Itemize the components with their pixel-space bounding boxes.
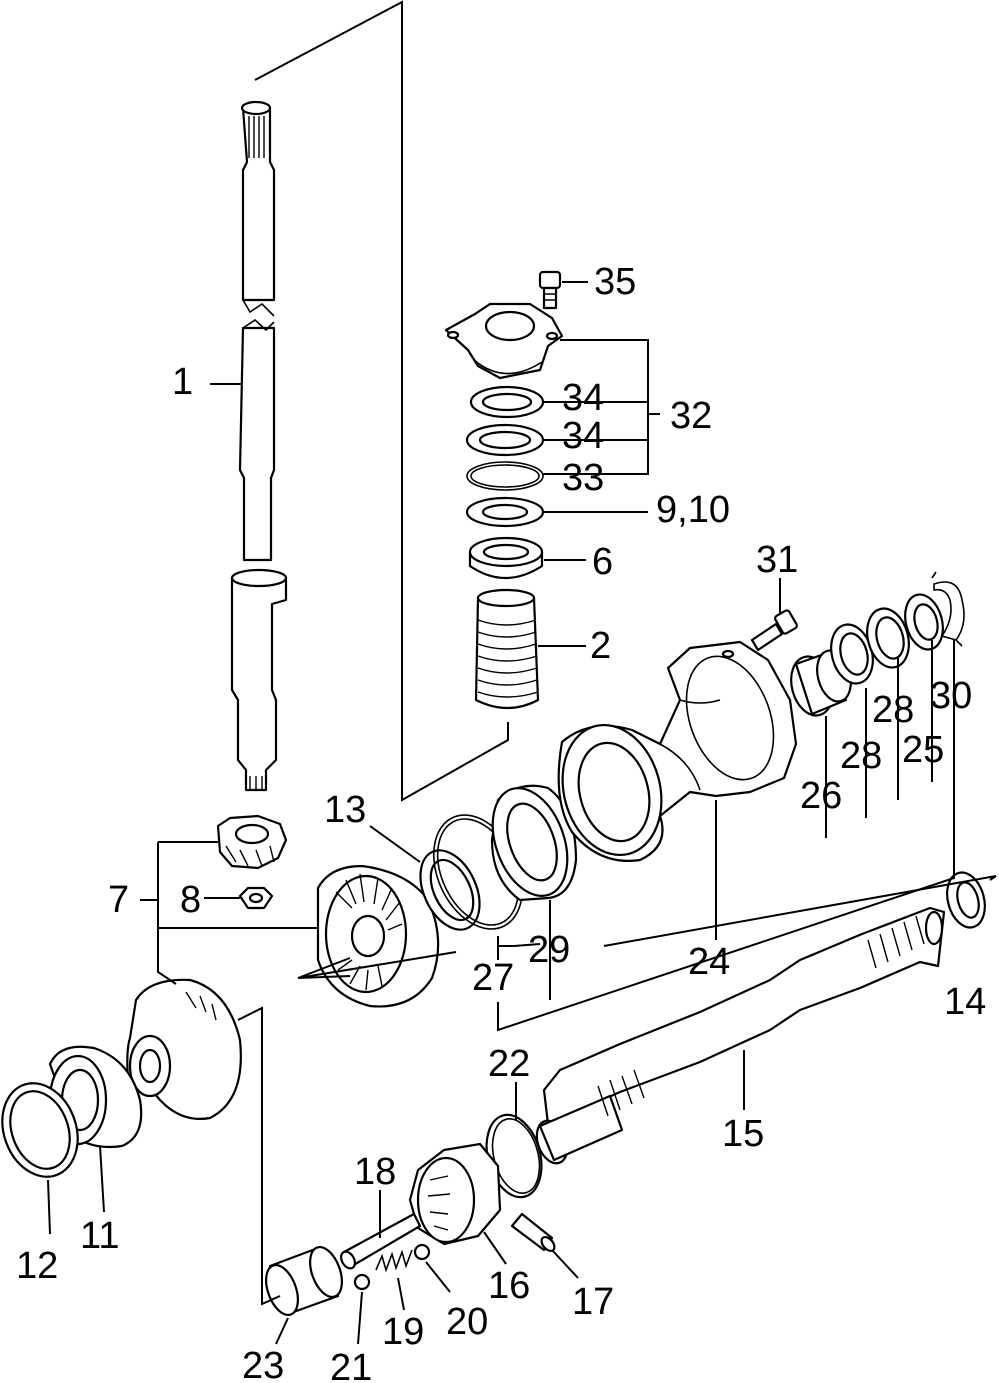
seal-28a: [830, 623, 874, 685]
o-ring-33: [466, 461, 544, 491]
label-35: 35: [594, 261, 636, 303]
bearing-housing-32: [444, 302, 564, 380]
shift-plunger-18: [340, 1212, 422, 1270]
label-6: 6: [592, 541, 613, 583]
label-7: 7: [108, 879, 129, 921]
label-29: 29: [528, 929, 570, 971]
forward-gear: [316, 864, 440, 1008]
label-15: 15: [722, 1113, 764, 1155]
ball-21: [353, 1273, 371, 1291]
label-24: 24: [688, 941, 730, 983]
pin-17: [510, 1212, 556, 1253]
bearing-34a: [469, 385, 545, 419]
bearing-34b: [465, 423, 545, 457]
label-25: 25: [902, 729, 944, 771]
label-20: 20: [446, 1301, 488, 1343]
bolt-35: [538, 270, 562, 310]
label-17: 17: [572, 1281, 614, 1323]
label-9-10: 9,10: [656, 489, 730, 531]
drive-shaft: [230, 100, 288, 792]
label-30: 30: [930, 675, 972, 717]
spring-19: [375, 1249, 413, 1273]
seal-28b: [866, 607, 910, 669]
label-1: 1: [172, 361, 193, 403]
reverse-gear: [126, 978, 242, 1120]
label-16: 16: [488, 1265, 530, 1307]
shim-9-10: [465, 496, 545, 528]
pinion-gear-7: [216, 814, 288, 870]
nut-8: [238, 886, 274, 910]
label-12: 12: [16, 1245, 58, 1287]
ball-20: [413, 1243, 431, 1261]
label-14: 14: [944, 981, 986, 1023]
bolt-31: [750, 609, 798, 652]
clutch-16: [408, 1142, 502, 1246]
label-27: 27: [472, 957, 514, 999]
label-31: 31: [756, 539, 798, 581]
label-8: 8: [180, 879, 201, 921]
needle-bearing-26: [790, 649, 852, 717]
leader-lines: [47, 281, 997, 1345]
bearing-27: [490, 784, 578, 902]
shim-12: [1, 1082, 79, 1178]
label-21: 21: [330, 1347, 372, 1383]
label-34b: 34: [562, 415, 604, 457]
label-33: 33: [562, 457, 604, 499]
label-28a: 28: [872, 689, 914, 731]
label-18: 18: [354, 1151, 396, 1193]
label-11: 11: [80, 1215, 119, 1257]
label-32: 32: [670, 395, 712, 437]
bearing-6: [468, 536, 544, 580]
part-labels: 35 34 32 34 33 9,10 6 31 2 1 28 30 28 25…: [16, 261, 986, 1383]
shaft-frame-lines: [254, 0, 509, 802]
label-34a: 34: [562, 377, 604, 419]
washer-25: [904, 593, 944, 651]
circlip-30: [931, 571, 965, 647]
bearing-housing-24: [557, 640, 798, 862]
label-26: 26: [800, 775, 842, 817]
label-23: 23: [242, 1345, 284, 1383]
label-13: 13: [324, 789, 366, 831]
label-22: 22: [488, 1043, 530, 1085]
label-28b: 28: [840, 735, 882, 777]
label-19: 19: [382, 1311, 424, 1353]
label-2: 2: [590, 625, 611, 667]
sleeve-2: [474, 588, 540, 710]
sleeve-23: [265, 1246, 343, 1316]
